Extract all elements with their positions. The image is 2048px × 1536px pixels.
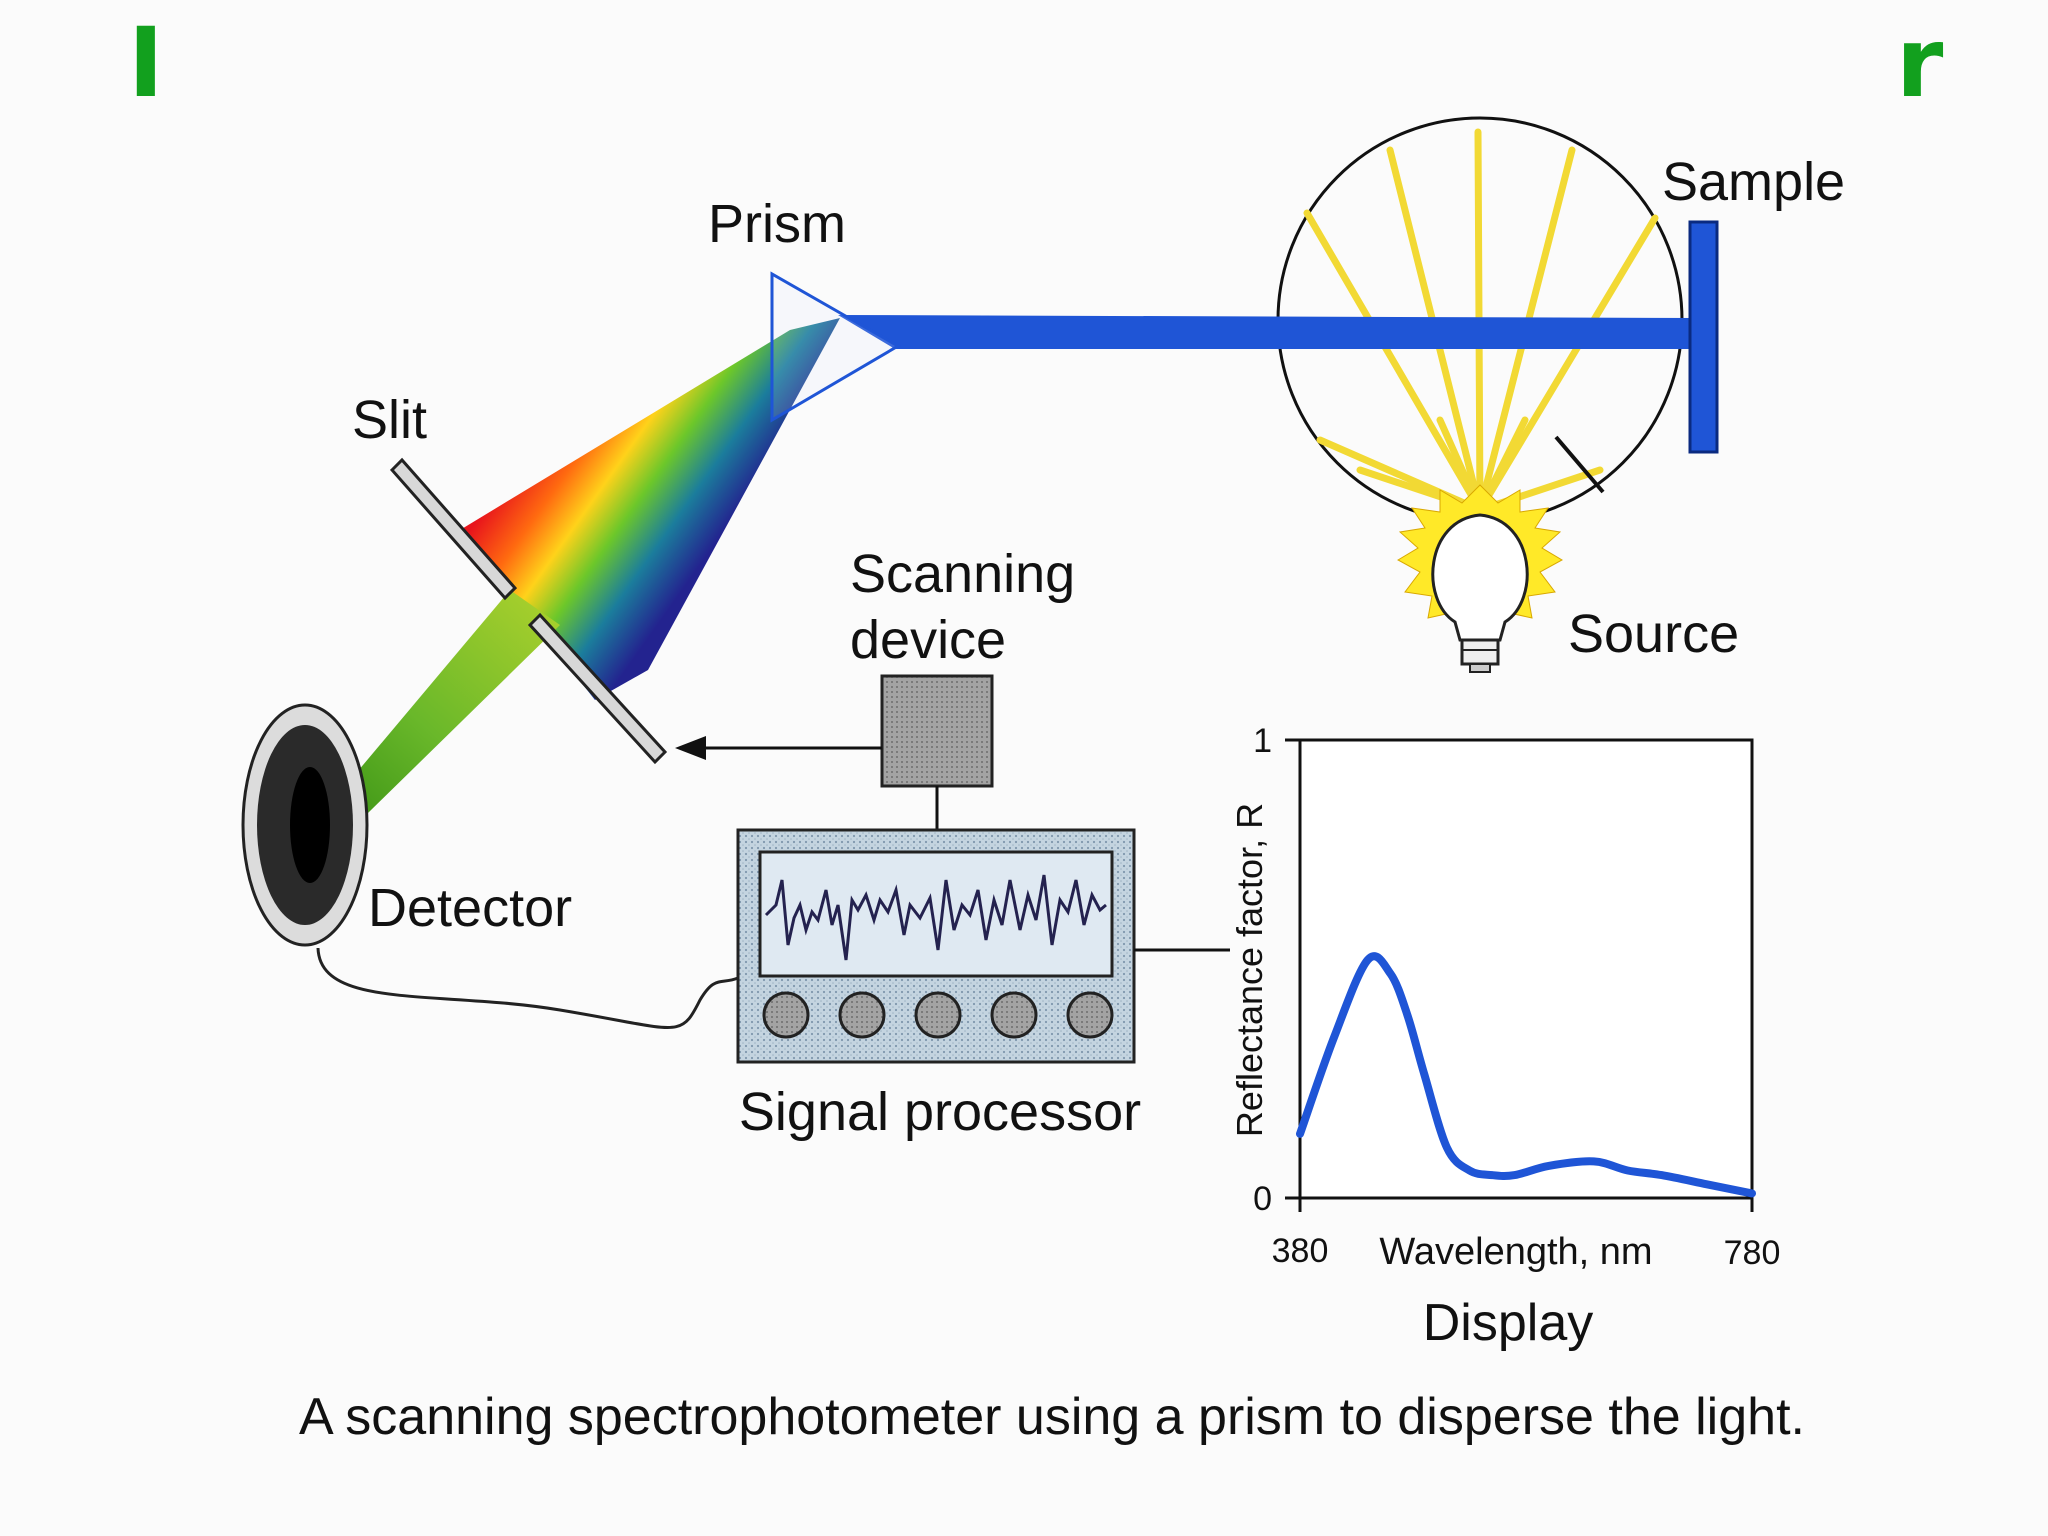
- baffle: [1554, 435, 1605, 494]
- x-tick-label-right: 780: [1724, 1234, 1781, 1272]
- scanning-device-label-line1: Scanning: [850, 544, 1075, 604]
- knob: [1066, 991, 1114, 1039]
- knob: [838, 991, 886, 1039]
- scanning-device-label-line2: device: [850, 610, 1006, 670]
- y-tick-label-bottom: 0: [1253, 1180, 1272, 1218]
- display-label: Display: [1423, 1294, 1594, 1352]
- detector-cable: [316, 947, 739, 1029]
- scanning-arrowhead: [675, 736, 706, 760]
- y-tick-label-top: 1: [1253, 722, 1272, 760]
- integrating-sphere: [1276, 116, 1684, 524]
- signal-processor: [736, 828, 1136, 1064]
- reflectance-chart: 1 0 380 780 Wavelength, nm Reflectance f…: [1229, 722, 1780, 1352]
- y-axis-label: Reflectance factor, R: [1229, 803, 1270, 1137]
- dispersed-spectrum: [460, 318, 840, 700]
- sample-plate: [1688, 220, 1719, 454]
- source-label: Source: [1568, 604, 1739, 664]
- knob: [914, 991, 962, 1039]
- slide-title-fragment-right: r: [1896, 7, 1944, 119]
- slide-title-fragment-left: I: [128, 7, 164, 119]
- reflectance-curve: [1296, 952, 1756, 1198]
- sample-label: Sample: [1662, 152, 1845, 212]
- scanning-device: [880, 674, 994, 788]
- source-bulb: [1396, 484, 1564, 673]
- signal-processor-label: Signal processor: [739, 1082, 1141, 1142]
- prism-label: Prism: [708, 194, 846, 254]
- slit-label: Slit: [352, 390, 427, 450]
- light-beam: [838, 315, 1700, 349]
- figure-caption: A scanning spectrophotometer using a pri…: [299, 1388, 1805, 1446]
- detector: [241, 703, 369, 947]
- x-tick-label-left: 380: [1272, 1232, 1329, 1270]
- knob: [762, 991, 810, 1039]
- light-rays: [1303, 128, 1659, 514]
- slit: [389, 457, 668, 765]
- knob: [990, 991, 1038, 1039]
- signal-trace: [764, 874, 1107, 961]
- x-axis-label: Wavelength, nm: [1379, 1231, 1652, 1273]
- prism: [770, 271, 901, 423]
- detector-label: Detector: [368, 878, 572, 938]
- plot-frame: [1298, 738, 1754, 1200]
